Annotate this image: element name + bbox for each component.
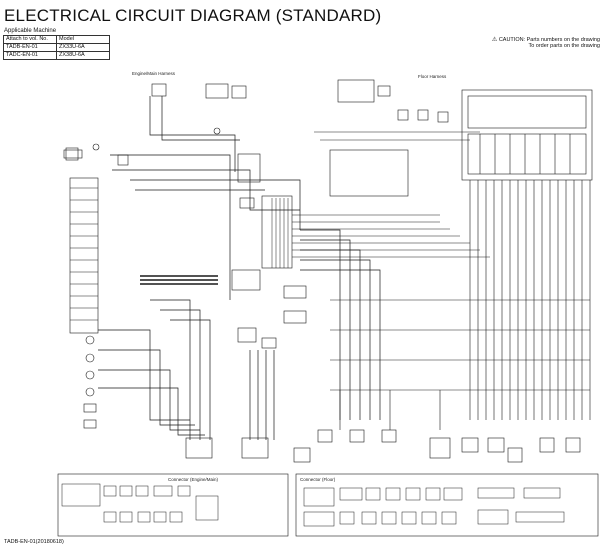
applicable-machine-table: Attach to vol. No. Model TADB-EN-01 ZX33… <box>3 35 110 60</box>
document-id: TADB-EN-01(20180618) <box>4 539 64 545</box>
caution-line-2: To order parts on the drawing <box>528 43 600 49</box>
caution-note: ⚠ CAUTION: Parts numbers on the drawing … <box>450 36 600 49</box>
page-title: ELECTRICAL CIRCUIT DIAGRAM (STANDARD) <box>4 6 382 25</box>
connector-panel-floor: Connector (Floor) <box>295 473 599 537</box>
wire-bundles <box>98 96 381 440</box>
applicable-machine-label: Applicable Machine <box>4 28 57 34</box>
connector-engine-label: Connector (Engine/Main) <box>168 477 219 482</box>
connector-floor-label: Connector (Floor) <box>300 477 336 482</box>
table-row: TADC-EN-01 ZX38U-6A <box>3 51 110 60</box>
bottom-components <box>185 429 581 463</box>
floor-fuse-block <box>314 79 480 197</box>
floor-harness-label: Floor Harness <box>418 74 447 79</box>
caution-line-1: CAUTION: Parts numbers on the drawing <box>498 37 600 43</box>
left-component-column <box>65 147 99 429</box>
engine-harness-label: Engine/Main Harness <box>132 71 176 76</box>
connector-panel-engine: Connector (Engine/Main) <box>57 473 289 537</box>
controller-wires <box>330 180 591 430</box>
controller-block <box>461 89 593 181</box>
warning-icon: ⚠ <box>491 37 498 43</box>
table-cell: ZX38U-6A <box>56 51 110 60</box>
center-bus <box>271 198 490 268</box>
engine-relays <box>63 83 307 349</box>
